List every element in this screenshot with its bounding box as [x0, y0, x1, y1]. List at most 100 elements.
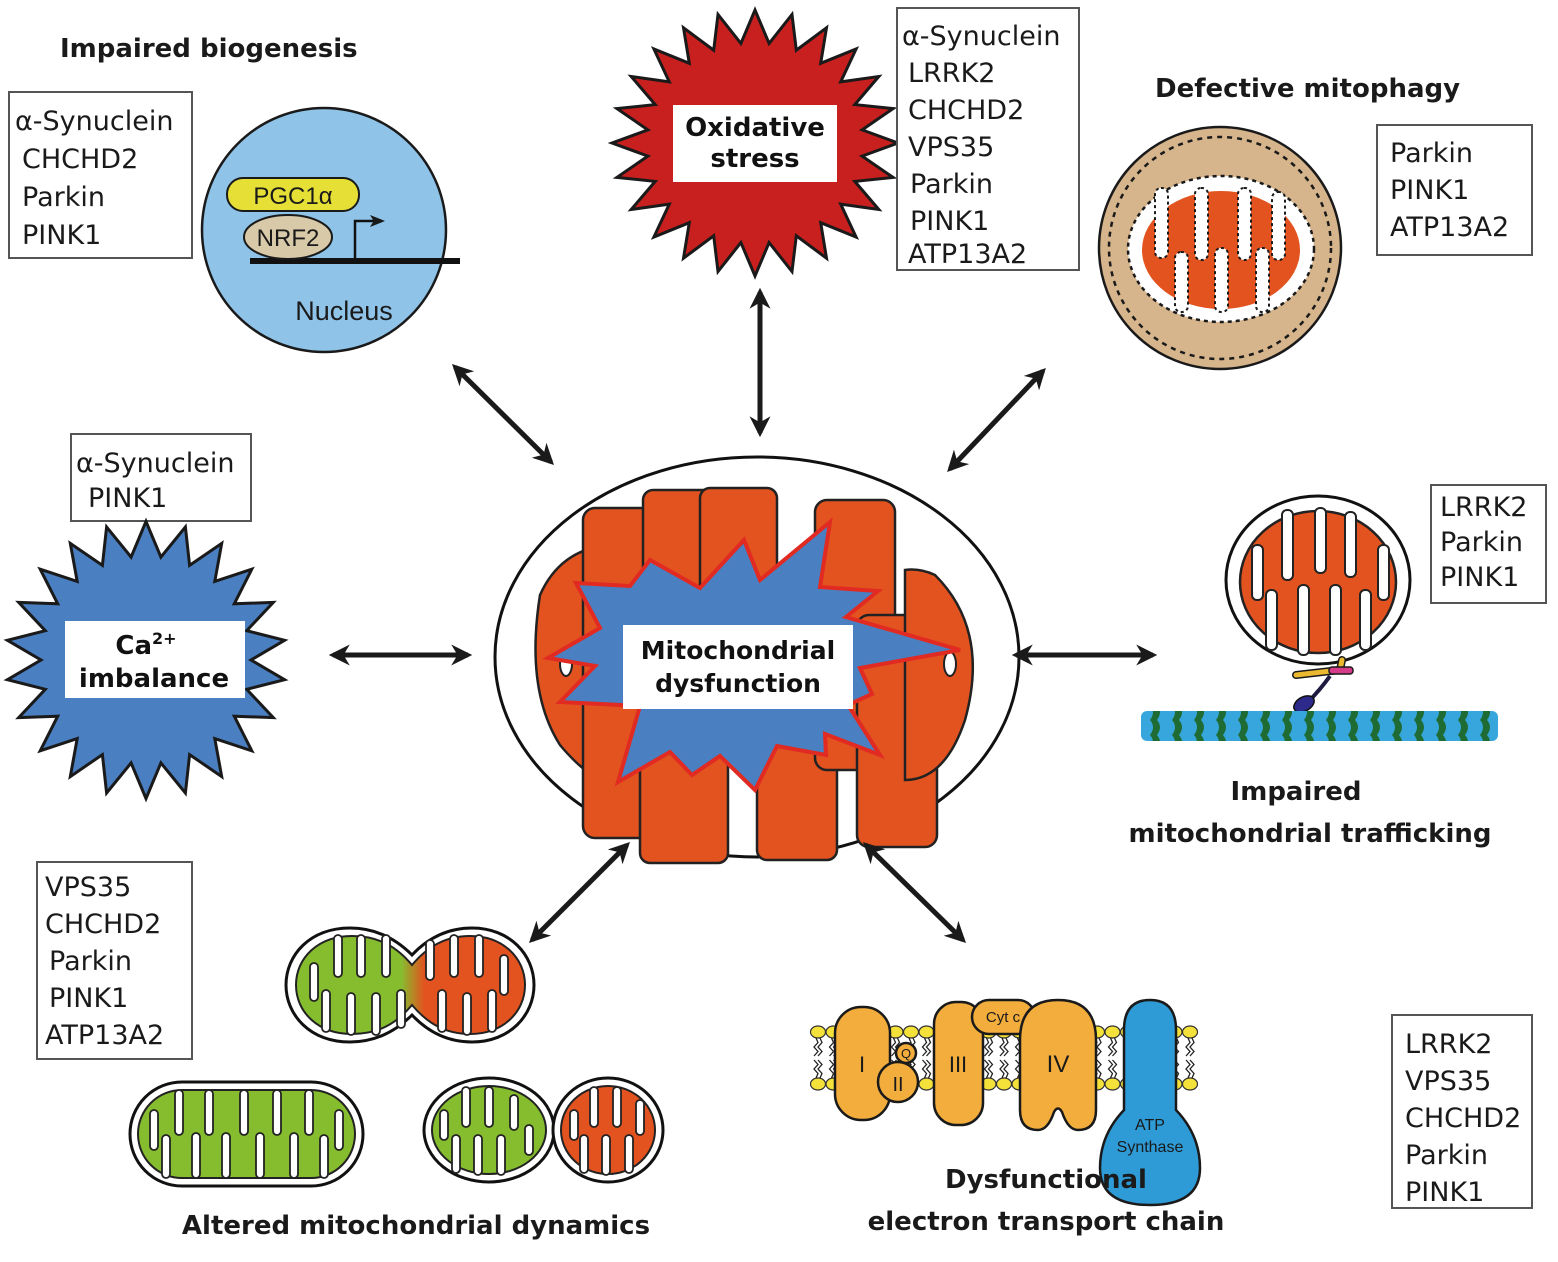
complex-IV: [1018, 998, 1098, 1132]
lipid-head: [902, 1025, 920, 1039]
panel-etc: I II Q III Cyt c IV ATP Synthase LRRK2 V…: [809, 998, 1533, 1237]
gene-item: ATP13A2: [908, 239, 1027, 270]
gene-item: α-Synuclein: [15, 106, 173, 137]
gene-item: PINK1: [1440, 562, 1519, 593]
gene-item: Parkin: [1405, 1140, 1488, 1171]
fused-mitochondrion: [128, 1080, 365, 1188]
central-label-line2: dysfunction: [655, 669, 821, 698]
motor-protein: [1293, 695, 1315, 713]
ubiquinone: [894, 1041, 918, 1065]
fusing-mitochondrion: [284, 926, 536, 1044]
calcium-label-box: [65, 621, 245, 698]
arrow-mitophagy: [947, 367, 1046, 473]
panel-trafficking: LRRK2 Parkin PINK1 Impaired mitochondria…: [1129, 484, 1547, 849]
gene-item: CHCHD2: [908, 95, 1024, 126]
trafficking-gene-box: [1430, 484, 1547, 604]
gene-item: Parkin: [22, 182, 105, 213]
panel-dynamics: VPS35 CHCHD2 Parkin PINK1 ATP13A2: [36, 861, 665, 1241]
panel-calcium: α-Synuclein PINK1 Ca2+ imbalance: [3, 433, 289, 803]
gene-item: LRRK2: [1440, 492, 1527, 523]
lipid-tail: [983, 1037, 994, 1057]
lipid-tail: [1185, 1059, 1195, 1079]
atp-synthase: [1098, 998, 1202, 1207]
pgc1a-label: PGC1α: [253, 183, 332, 210]
gene-item: PINK1: [88, 483, 167, 514]
fission-mitochondrion-orange: [551, 1076, 665, 1184]
complex-II-label: II: [892, 1074, 903, 1096]
biogenesis-gene-box: [8, 91, 193, 259]
etc-title-line1: Dysfunctional: [945, 1165, 1147, 1195]
gene-item: α-Synuclein: [902, 21, 1060, 52]
gene-item: LRRK2: [908, 58, 995, 89]
oxidative-label-box: [673, 105, 837, 182]
central-label-box: [623, 625, 853, 709]
autophagosome-inner-membrane: [1107, 135, 1333, 361]
trafficking-title-line1: Impaired: [1231, 777, 1362, 807]
oxidative-label-line1: Oxidative: [685, 113, 825, 143]
lipid-head: [1104, 1025, 1121, 1039]
biogenesis-title: Impaired biogenesis: [60, 34, 358, 64]
lipid-head: [1104, 1077, 1121, 1091]
lipid-tail: [1185, 1037, 1195, 1057]
lipid-tail: [983, 1059, 994, 1079]
gene-item: Parkin: [1390, 138, 1473, 169]
nucleus-label: Nucleus: [295, 296, 393, 326]
oxidative-gene-box: [896, 7, 1080, 271]
panel-mitophagy: Defective mitophagy Parkin PINK1 ATP13A2: [1097, 74, 1533, 371]
dynamics-gene-box: [36, 861, 193, 1060]
panel-biogenesis: Impaired biogenesis α-Synuclein CHCHD2 P…: [8, 34, 460, 354]
gene-item: PINK1: [22, 220, 101, 251]
complex-III-label: III: [949, 1052, 967, 1077]
lipid-head: [809, 1025, 827, 1039]
etc-gene-box: [1391, 1014, 1533, 1209]
gene-item: CHCHD2: [45, 909, 161, 940]
trafficking-cristae: [1251, 507, 1390, 656]
lipid-head: [1181, 1077, 1199, 1091]
nrf2-factor: [243, 214, 333, 260]
central-mitochondrion: Mitochondrial dysfunction: [493, 455, 1021, 865]
pgc1a-factor: [226, 177, 360, 212]
arrow-biogenesis: [452, 364, 554, 465]
gene-item: Parkin: [910, 169, 993, 200]
calcium-label-line2: imbalance: [79, 664, 229, 694]
lipid-head: [995, 1077, 1013, 1091]
lipid-tail: [1107, 1037, 1118, 1057]
calcium-label-line1: Ca2+: [115, 629, 176, 661]
lipid-tail: [999, 1037, 1009, 1057]
gene-item: Parkin: [49, 946, 132, 977]
gene-item: VPS35: [908, 132, 994, 163]
lipid-tail: [813, 1037, 823, 1057]
etc-complexes: [833, 998, 1098, 1132]
dynamics-title: Altered mitochondrial dynamics: [182, 1211, 650, 1241]
atp-synthase-label-line1: ATP: [1135, 1117, 1165, 1134]
lipid-tail: [921, 1037, 932, 1057]
lipid-head: [918, 1077, 935, 1091]
mitophagy-title: Defective mitophagy: [1155, 74, 1460, 104]
miro-protein: [1328, 666, 1354, 675]
gene-item: VPS35: [45, 872, 131, 903]
trafficking-title-line2: mitochondrial trafficking: [1129, 819, 1492, 849]
etc-title-line2: electron transport chain: [868, 1207, 1225, 1237]
gene-item: LRRK2: [1405, 1029, 1492, 1060]
lipid-head: [809, 1077, 827, 1091]
gene-item: CHCHD2: [22, 144, 138, 175]
atp-synthase-label-line2: Synthase: [1117, 1139, 1184, 1156]
gene-item: PINK1: [910, 206, 989, 237]
transcription-arrow-icon: [353, 215, 385, 259]
microtubule: [1141, 711, 1498, 741]
complex-I-label: I: [859, 1052, 865, 1077]
arrow-dynamics: [529, 842, 630, 943]
gene-item: ATP13A2: [45, 1020, 164, 1051]
engulfed-mitochondrion-matrix: [1142, 187, 1300, 313]
panel-oxidative-stress: Oxidative stress α-Synuclein LRRK2 CHCHD…: [607, 6, 1080, 280]
nrf2-label: NRF2: [257, 225, 320, 252]
gene-item: CHCHD2: [1405, 1103, 1521, 1134]
lipid-head: [1181, 1025, 1199, 1039]
cytochrome-c-label: Cyt c: [986, 1009, 1021, 1026]
ubiquinone-label: Q: [901, 1046, 911, 1061]
arrow-etc: [862, 842, 967, 943]
connector-arrows: [328, 287, 1158, 943]
gene-item: PINK1: [1405, 1177, 1484, 1208]
lipid-head: [918, 1025, 935, 1039]
